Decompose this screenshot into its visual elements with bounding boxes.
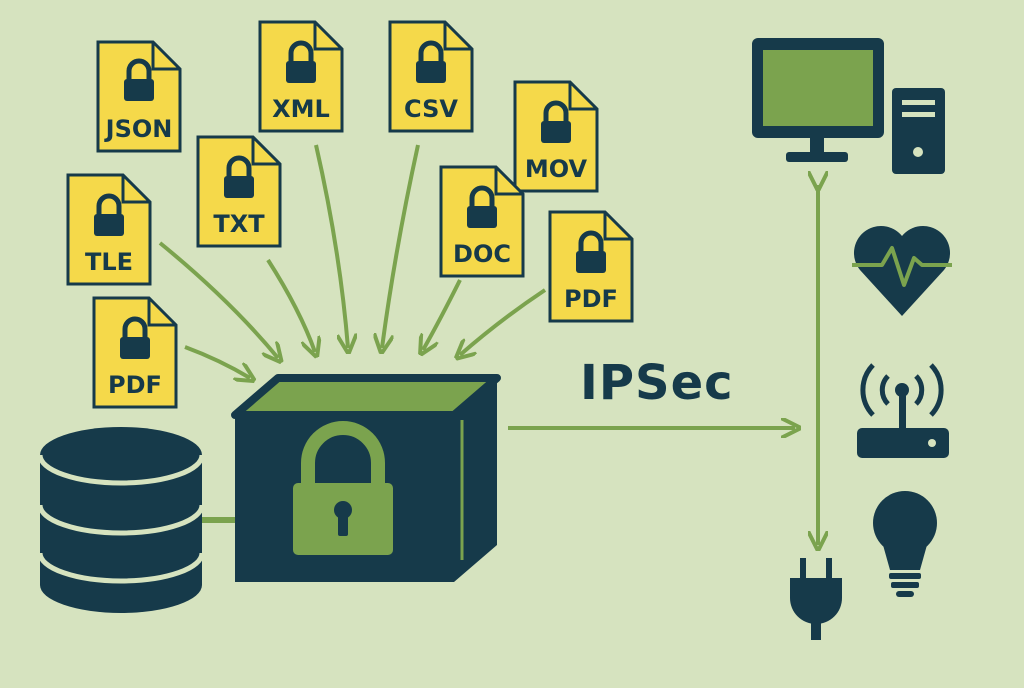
file-xml: XML	[258, 20, 344, 133]
file-label: MOV	[525, 155, 588, 183]
file-json: JSON	[96, 40, 182, 153]
database-icon	[37, 427, 205, 613]
file-label: PDF	[564, 285, 618, 313]
secure-box-icon	[231, 374, 501, 582]
file-label: TXT	[213, 210, 265, 238]
heart-monitor-icon	[852, 225, 952, 316]
power-plug-icon	[790, 558, 842, 640]
file-doc: DOC	[439, 165, 525, 278]
file-mov: MOV	[513, 80, 599, 193]
lightbulb-icon	[873, 491, 937, 597]
ipsec-label: IPSec	[580, 355, 734, 411]
file-label: XML	[272, 95, 330, 123]
file-label: TLE	[85, 248, 133, 276]
file-pdf-right: PDF	[548, 210, 634, 323]
file-txt: TXT	[196, 135, 282, 248]
file-label: PDF	[108, 371, 162, 399]
file-label: DOC	[453, 240, 511, 268]
file-csv: CSV	[388, 20, 474, 133]
file-arrows	[158, 144, 547, 378]
computer-icon	[752, 38, 945, 174]
file-label: JSON	[104, 115, 173, 143]
file-pdf-left: PDF	[92, 296, 178, 409]
padlock-icon	[293, 421, 393, 555]
file-label: CSV	[404, 95, 458, 123]
router-icon	[857, 363, 949, 458]
file-tle: TLE	[66, 173, 152, 286]
